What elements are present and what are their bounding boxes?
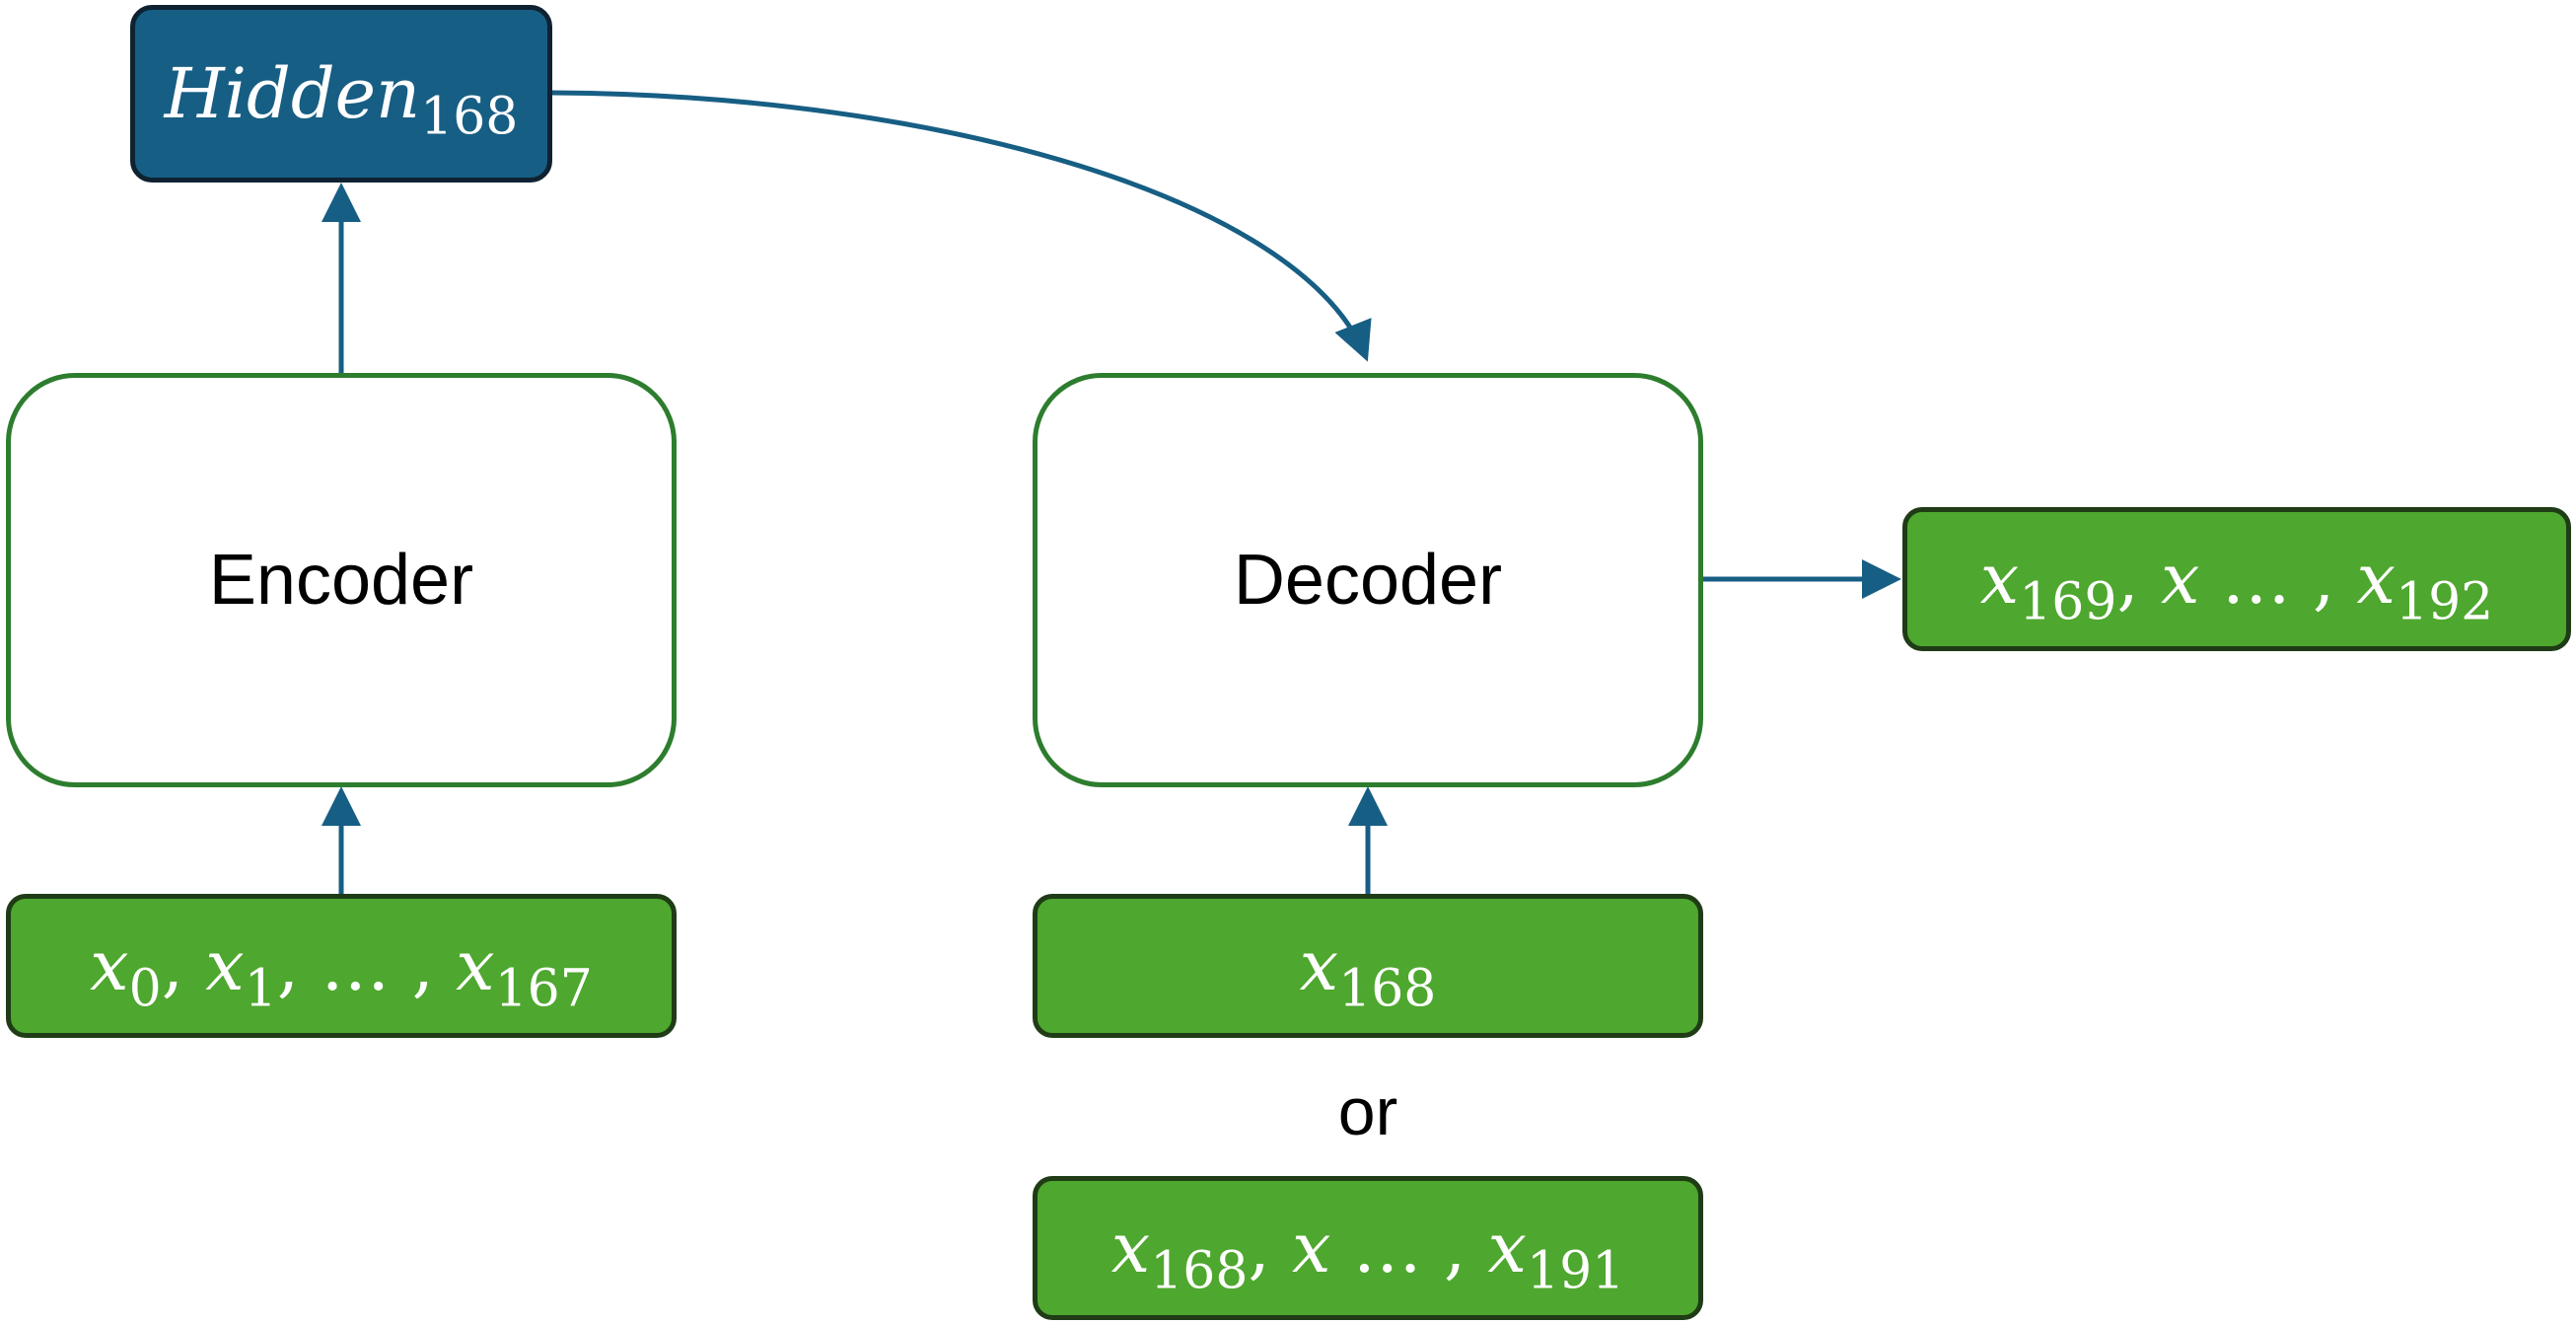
encoder-input-sequence-box: x0, x1, … , x167 bbox=[6, 894, 677, 1038]
subscript: 168 bbox=[1338, 959, 1437, 1019]
encoder-label: Encoder bbox=[208, 541, 474, 620]
subscript: 191 bbox=[1526, 1241, 1625, 1301]
subscript: 167 bbox=[494, 959, 593, 1019]
decoder-block: Decoder bbox=[1033, 373, 1703, 787]
var-x: x bbox=[205, 925, 245, 1006]
separator: , bbox=[1248, 1208, 1292, 1288]
separator: … , bbox=[1330, 1208, 1488, 1288]
hidden-to-decoder-arrow bbox=[551, 90, 1372, 362]
decoder-input-single: x168 bbox=[1300, 931, 1437, 1015]
hidden-state-box: Hidden168 bbox=[130, 5, 552, 183]
decoder-output-sequence-box: x169, x … , x192 bbox=[1902, 507, 2571, 651]
separator: … , bbox=[2199, 539, 2357, 620]
separator: , bbox=[161, 925, 206, 1006]
var-x: x bbox=[1487, 1208, 1527, 1288]
var-x: x bbox=[1299, 925, 1339, 1006]
var-x: x bbox=[1110, 1208, 1151, 1288]
encoder-block: Encoder bbox=[6, 373, 677, 787]
subscript: 168 bbox=[1150, 1241, 1249, 1301]
hidden-base: Hidden bbox=[164, 53, 421, 134]
var-x: x bbox=[1979, 539, 2020, 620]
hidden-state-label: Hidden168 bbox=[165, 59, 519, 143]
decoder-output-sequence: x169, x … , x192 bbox=[1980, 545, 2494, 628]
subscript: 1 bbox=[244, 959, 277, 1019]
decoder-input-sequence-box: x168, x … , x191 bbox=[1033, 1176, 1703, 1320]
encoder-input-sequence: x0, x1, … , x167 bbox=[90, 931, 593, 1015]
var-x: x bbox=[1292, 1208, 1331, 1288]
decoder-input-sequence: x168, x … , x191 bbox=[1111, 1214, 1625, 1297]
separator: , bbox=[2116, 539, 2161, 620]
var-x: x bbox=[2356, 539, 2396, 620]
decoder-input-single-box: x168 bbox=[1033, 894, 1703, 1038]
decoder-label: Decoder bbox=[1233, 541, 1503, 620]
var-x: x bbox=[2161, 539, 2200, 620]
separator: , … , bbox=[276, 925, 457, 1006]
or-label: or bbox=[1337, 1074, 1398, 1149]
var-x: x bbox=[456, 925, 495, 1006]
subscript: 0 bbox=[128, 959, 162, 1019]
subscript: 192 bbox=[2395, 572, 2494, 632]
subscript: 169 bbox=[2019, 572, 2117, 632]
hidden-subscript: 168 bbox=[420, 87, 519, 147]
var-x: x bbox=[90, 925, 129, 1006]
